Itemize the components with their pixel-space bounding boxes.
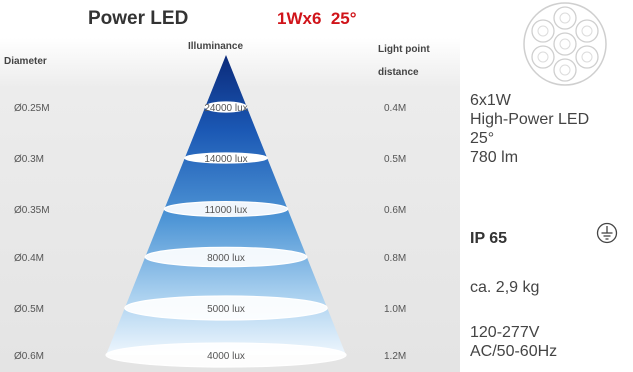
distance-value: 0.8M <box>384 253 406 264</box>
diameter-value: Ø0.6M <box>14 351 44 362</box>
illuminance-ring <box>184 152 268 164</box>
spec-ip-rating: IP 65 <box>470 230 508 247</box>
diameter-label: Diameter <box>4 56 47 67</box>
illuminance-ring <box>204 101 248 113</box>
distance-value: 0.5M <box>384 154 406 165</box>
lux-value: 24000 lux <box>204 103 247 114</box>
spec-voltage: 120-277V <box>470 324 540 341</box>
spec-weight: ca. 2,9 kg <box>470 279 540 296</box>
ground-icon <box>596 222 618 244</box>
distance-value: 0.4M <box>384 103 406 114</box>
beam-rating: 1Wx6 25° <box>277 9 357 28</box>
diameter-value: Ø0.35M <box>14 205 50 216</box>
lux-value: 5000 lux <box>207 304 245 315</box>
distance-value: 1.0M <box>384 304 406 315</box>
lux-value: 14000 lux <box>204 154 247 165</box>
beam-diagram: Power LED 1Wx6 25° Illuminance Diameter … <box>0 8 460 372</box>
lux-value: 4000 lux <box>207 351 245 362</box>
illuminance-label: Illuminance <box>188 41 243 52</box>
distance-label-line1: Light point <box>378 44 430 55</box>
illuminance-ring <box>124 295 328 321</box>
diameter-value: Ø0.4M <box>14 253 44 264</box>
spec-config: 6x1W <box>470 92 511 109</box>
lux-value: 11000 lux <box>205 205 248 216</box>
spec-type: High-Power LED <box>470 111 590 128</box>
distance-label-line2: distance <box>378 67 419 78</box>
illuminance-ring <box>144 246 308 268</box>
illuminance-ring <box>105 342 347 368</box>
lux-value: 8000 lux <box>207 253 245 264</box>
distance-value: 0.6M <box>384 205 406 216</box>
diameter-value: Ø0.25M <box>14 103 50 114</box>
distance-value: 1.2M <box>384 351 406 362</box>
illuminance-ring <box>163 201 289 217</box>
led-module-icon <box>523 2 607 86</box>
spec-angle: 25° <box>470 130 495 147</box>
spec-frequency: AC/50-60Hz <box>470 343 558 360</box>
diameter-value: Ø0.3M <box>14 154 44 165</box>
diagram-title: Power LED <box>88 8 188 29</box>
diameter-value: Ø0.5M <box>14 304 44 315</box>
spec-flux: 780 lm <box>470 149 519 166</box>
